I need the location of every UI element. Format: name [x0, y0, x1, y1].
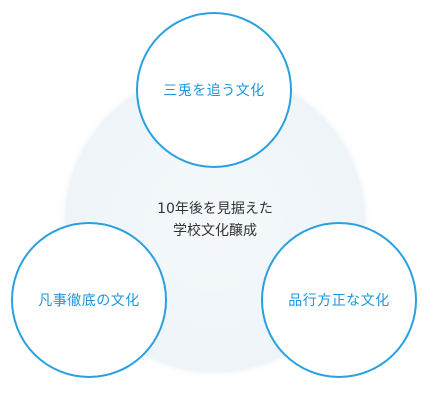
center-label: 10年後を見据えた 学校文化醸成: [120, 198, 310, 242]
circle-top-label: 三兎を追う文化: [163, 83, 265, 99]
circle-top: 三兎を追う文化: [136, 12, 292, 168]
circle-bottom-right-label: 品行方正な文化: [288, 293, 390, 309]
circle-bottom-left-label: 凡事徹底の文化: [38, 293, 140, 309]
circle-bottom-right: 品行方正な文化: [261, 222, 417, 378]
center-label-line-2: 学校文化醸成: [173, 223, 257, 239]
center-label-line-1: 10年後を見据えた: [157, 201, 273, 217]
circle-bottom-left: 凡事徹底の文化: [11, 222, 167, 378]
